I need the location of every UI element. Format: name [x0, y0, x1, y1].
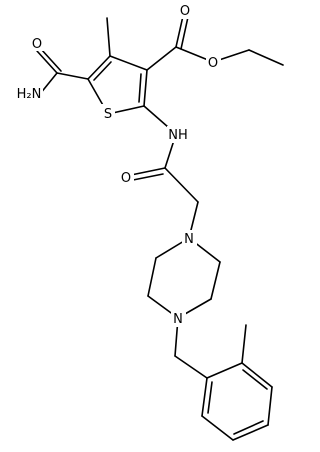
- bond-amide-co: [36, 50, 58, 74]
- bond-ar-c2-c3: [241, 362, 273, 388]
- atom-labels: H₂N O S O O NH O N N: [16, 2, 221, 327]
- bond-acyl-co-double: [132, 173, 164, 181]
- bond-ch2-aryl: [174, 355, 208, 379]
- chemical-structure-diagram: H₂N O S O O NH O N N: [16, 2, 284, 441]
- bond-amide-c-ring: [56, 72, 89, 80]
- bond-ester-co: [175, 15, 184, 48]
- bond-ring-c5-c4-double: [93, 61, 112, 81]
- bond-ester-co-double: [180, 16, 189, 50]
- bond-ch2-ch3: [248, 49, 284, 66]
- bond-acyl-co: [130, 167, 166, 176]
- atom-label-ester-ether-oxygen: O: [208, 56, 218, 71]
- bond-co-ch2: [164, 167, 199, 203]
- bond-ar-c1-c2: [206, 362, 243, 379]
- bonds: [36, 15, 284, 441]
- atom-label-piperazine-n-bottom: N: [173, 312, 183, 327]
- bond-ring-c3-c2-double: [138, 73, 142, 103]
- bond-ar-c5-c6: [201, 415, 234, 441]
- bond-ring-c5-c4: [87, 55, 111, 80]
- bond-ar-c3-c4: [267, 386, 273, 426]
- bond-pip-c-c-left: [147, 257, 157, 297]
- atom-label-ester-carbonyl-oxygen: O: [180, 4, 190, 19]
- bond-ar-methyl: [241, 324, 247, 364]
- bond-amide-co-double: [40, 48, 62, 72]
- bond-ring-c4-c3: [109, 55, 148, 71]
- atom-label-amide-nh: NH: [168, 128, 188, 143]
- bond-ar-c6-c1-double: [207, 381, 213, 414]
- bond-ring-c3-c2: [143, 69, 148, 107]
- bond-methyl: [106, 17, 111, 57]
- bond-ar-c4-c5: [232, 424, 269, 441]
- bond-ring-ester-c: [146, 46, 177, 71]
- bond-pip-c-c-right: [210, 261, 221, 300]
- bond-ar-c4-c5-double: [233, 420, 264, 435]
- bond-ar-c6-c1: [201, 377, 208, 417]
- atom-label-nh2: H₂N: [17, 87, 42, 102]
- bond-ar-c2-c3-double: [242, 369, 268, 390]
- atom-label-acetamide-oxygen: O: [121, 171, 131, 186]
- atom-label-sulfur: S: [104, 107, 112, 122]
- atom-label-piperazine-n-top: N: [184, 232, 194, 247]
- atom-label-amide-oxygen: O: [32, 37, 42, 52]
